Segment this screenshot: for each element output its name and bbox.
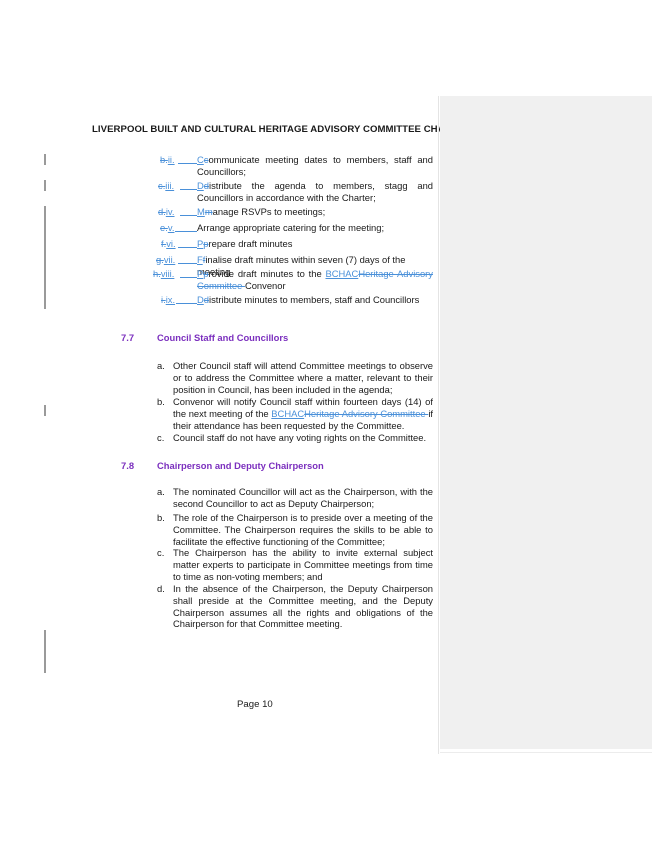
list-item-text: Ffinalise draft minutes within seven (7)… (197, 254, 406, 277)
list-item-text: Ccommunicate meeting dates to members, s… (197, 154, 433, 177)
change-bar (44, 154, 46, 165)
list-item-text: Ddistribute the agenda to members, stagg… (197, 180, 433, 203)
list-number: f.vi. (161, 238, 176, 249)
change-bar (44, 206, 46, 309)
list-number: b.ii. (160, 154, 175, 165)
section-list-item: a. The nominated Councillor will act as … (157, 486, 433, 509)
section-number: 7.8 (121, 460, 135, 471)
section-list-item: d. In the absence of the Chairperson, th… (157, 583, 433, 630)
list-number: d.iv. (158, 206, 175, 217)
list-number: g.vii. (156, 254, 176, 265)
list-number: c.iii. (158, 180, 175, 191)
list-number: i.ix. (161, 294, 176, 305)
list-item-text: Pprovide draft minutes to the BCHACHerit… (197, 268, 433, 291)
section-heading: Chairperson and Deputy Chairperson (157, 460, 324, 471)
page-number: Page 10 (237, 699, 273, 710)
list-item-text: Pprepare draft minutes (197, 238, 293, 249)
list-item-text: Mmanage RSVPs to meetings; (197, 206, 326, 217)
tracked-deletion: Heritage Advisory Committee (304, 407, 429, 419)
list-item-text: Ddistribute minutes to members, staff an… (197, 294, 420, 305)
tracked-insertion: BCHAC (325, 268, 359, 279)
tracked-deletion: Heritage Advisory Committee (197, 268, 433, 291)
document-header-title: LIVERPOOL BUILT AND CULTURAL HERITAGE AD… (92, 124, 471, 135)
section-list-item: c. Council staff do not have any voting … (157, 432, 427, 443)
list-number: h.viii. (153, 268, 175, 279)
list-number: e.v. (160, 222, 175, 233)
section-list-item: a. Other Council staff will attend Commi… (157, 360, 433, 395)
section-list-item: c. The Chairperson has the ability to in… (157, 547, 433, 582)
markup-pane-bottom-border (440, 752, 652, 753)
list-item-text: Arrange appropriate catering for the mee… (197, 222, 385, 233)
section-list-item: b. The role of the Chairperson is to pre… (157, 512, 433, 547)
section-number: 7.7 (121, 332, 135, 343)
change-bar (44, 180, 46, 191)
markup-balloon-pane (440, 96, 652, 749)
change-bar (44, 630, 46, 673)
section-list-item: b. Convenor will notify Council staff wi… (157, 396, 433, 431)
markup-pane-divider (438, 96, 439, 754)
tracked-insertion: BCHAC (271, 407, 305, 419)
section-heading: Council Staff and Councillors (157, 332, 289, 343)
change-bar (44, 405, 46, 416)
